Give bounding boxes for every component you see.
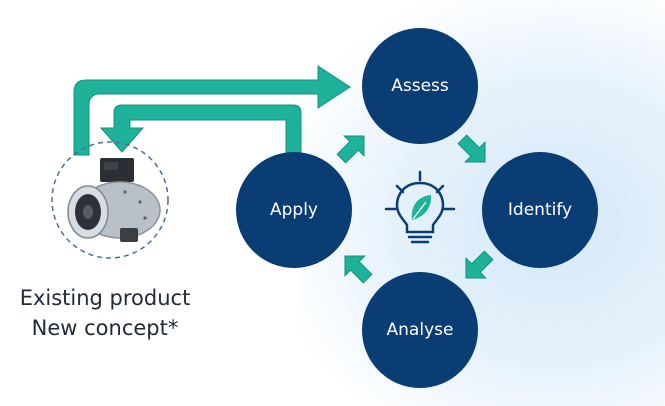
arrow-assess-identify-icon — [457, 134, 486, 163]
arrow-apply-assess-icon — [336, 135, 365, 164]
step-apply: Apply — [236, 152, 352, 268]
step-assess-label: Assess — [391, 76, 449, 96]
inner-loop-arrow-icon — [99, 104, 302, 159]
arrow-identify-analyse-icon — [465, 250, 494, 279]
product-caption-line2: New concept* — [31, 316, 179, 340]
step-analyse-label: Analyse — [386, 320, 454, 340]
step-identify-label: Identify — [507, 200, 573, 220]
arrow-analyse-apply-icon — [344, 255, 373, 284]
step-assess: Assess — [362, 28, 478, 144]
step-identify: Identify — [482, 152, 598, 268]
step-apply-label: Apply — [270, 200, 318, 220]
product-image — [51, 141, 169, 259]
lightbulb-leaf-icon — [384, 170, 456, 244]
outer-loop-arrow-icon — [73, 65, 351, 156]
product-caption-line1: Existing product — [19, 286, 191, 310]
step-analyse: Analyse — [362, 272, 478, 388]
